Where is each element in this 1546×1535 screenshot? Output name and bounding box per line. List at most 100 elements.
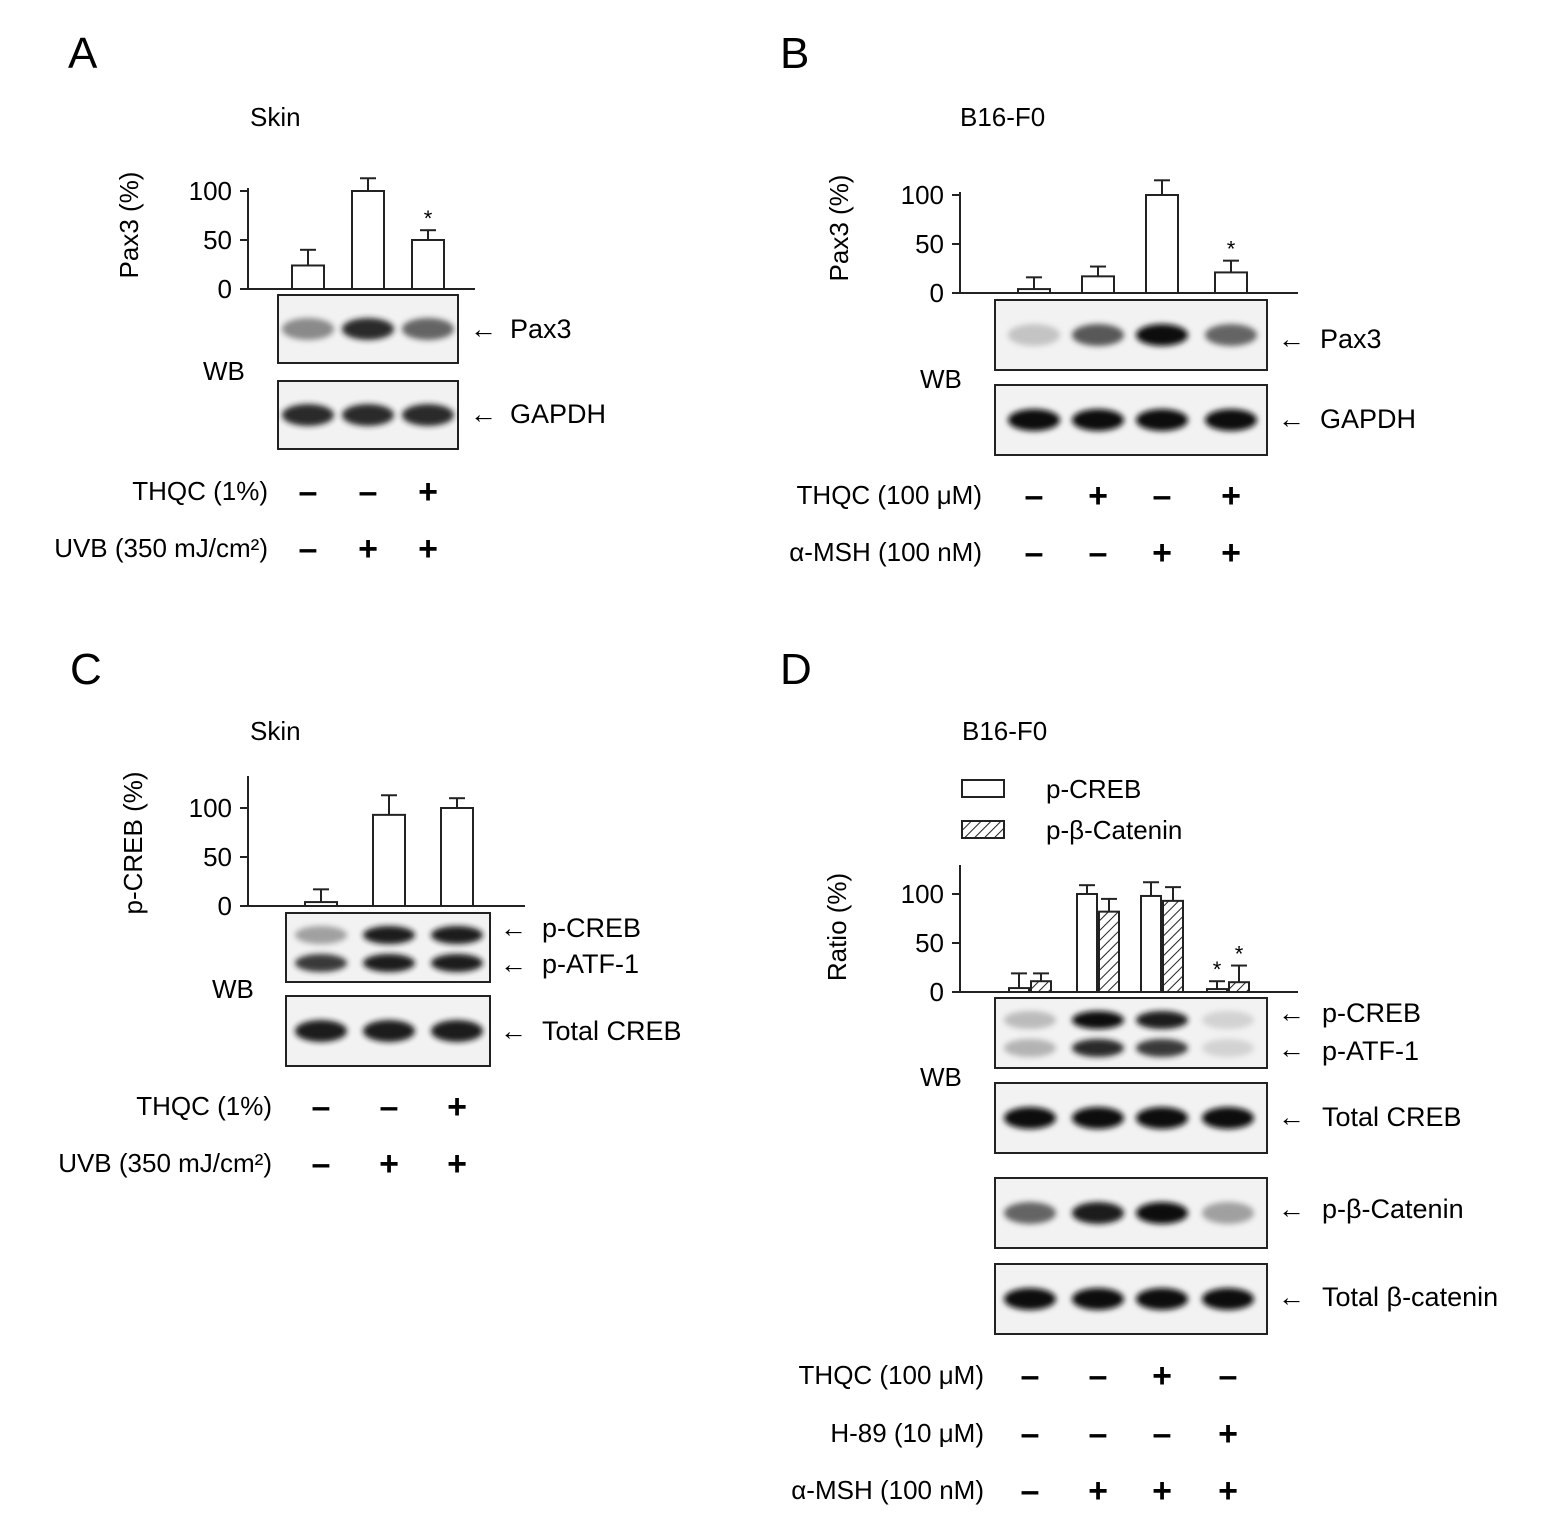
- arrow-icon: ←: [500, 949, 527, 979]
- plus-sign: +: [1152, 1357, 1172, 1395]
- blot-band: [1004, 1202, 1056, 1224]
- plus-sign: +: [1152, 534, 1172, 572]
- plus-sign: +: [379, 1145, 399, 1183]
- panel-c-title: Skin: [250, 716, 301, 746]
- panel-a: A Skin Pax3 (%) 100 50 0 * WB ← Pax3 ← G…: [54, 29, 606, 568]
- bar-p-catenin: [1098, 910, 1120, 994]
- minus-sign: –: [1089, 1357, 1108, 1395]
- bar-value: [372, 813, 406, 907]
- significance-star: *: [1213, 957, 1222, 982]
- panel-b-wb-label: WB: [920, 364, 962, 394]
- panel-b-tick-label: 100: [901, 180, 944, 210]
- minus-sign: –: [380, 1088, 399, 1126]
- blot-band: [1202, 1011, 1254, 1029]
- blot-label-gapdh-b: GAPDH: [1320, 404, 1416, 434]
- blot-band: [1136, 1288, 1188, 1310]
- blot-band: [1072, 1202, 1124, 1224]
- arrow-icon: ←: [1278, 1282, 1305, 1312]
- blot-label-total-creb-d: Total CREB: [1322, 1102, 1462, 1132]
- blot-band: [1136, 1202, 1188, 1224]
- legend-label-p-creb: p-CREB: [1046, 774, 1141, 804]
- blot-band: [1072, 324, 1124, 346]
- legend-swatch-p-beta-catenin: [961, 820, 1005, 839]
- minus-sign: –: [1025, 534, 1044, 572]
- minus-sign: –: [1021, 1357, 1040, 1395]
- bar-p-creb: [1076, 893, 1098, 993]
- plus-sign: +: [1088, 477, 1108, 515]
- minus-sign: –: [299, 530, 318, 568]
- blot-band: [295, 954, 347, 972]
- condition-label: α-MSH (100 nM): [789, 537, 982, 567]
- panel-d-y-axis: 100 50 0: [901, 865, 961, 1007]
- blot-band: [363, 1020, 415, 1042]
- blot-band: [1136, 1039, 1188, 1057]
- minus-sign: –: [1153, 477, 1172, 515]
- blot-label-p-atf1-c: p-ATF-1: [542, 949, 639, 979]
- significance-star: *: [424, 206, 433, 231]
- blot-band: [431, 954, 483, 972]
- blot-band: [295, 1020, 347, 1042]
- panel-d-blots: [994, 997, 1268, 1335]
- panel-label-b: B: [780, 29, 809, 78]
- blot-band: [1004, 1288, 1056, 1310]
- panel-d-conditions: THQC (100 μM) H-89 (10 μM) α-MSH (100 nM…: [791, 1357, 1238, 1510]
- panel-c-y-axis-label: p-CREB (%): [118, 771, 148, 914]
- blot-band: [1004, 1039, 1056, 1057]
- blot-label-p-creb-d: p-CREB: [1322, 998, 1421, 1028]
- panel-d-tick-label: 0: [930, 977, 944, 1007]
- panel-d: D B16-F0 p-CREB p-β-Catenin Ratio (%) 10…: [780, 645, 1498, 1510]
- blot-band: [1136, 324, 1188, 346]
- arrow-icon: ←: [470, 314, 497, 344]
- blot-band: [1072, 1288, 1124, 1310]
- panel-b-conditions: THQC (100 μM) α-MSH (100 nM) –+–+––++: [789, 477, 1241, 572]
- panel-c-blots: [285, 912, 491, 1067]
- panel-b-title: B16-F0: [960, 102, 1045, 132]
- panel-a-tick-label: 50: [203, 225, 232, 255]
- condition-label: UVB (350 mJ/cm²): [54, 533, 268, 563]
- arrow-icon: ←: [1278, 998, 1305, 1028]
- bar-value: [291, 264, 325, 291]
- panel-d-tick-label: 100: [901, 879, 944, 909]
- condition-label: THQC (100 μM): [797, 480, 982, 510]
- bar-value: [440, 807, 474, 907]
- panel-c-wb-label: WB: [212, 974, 254, 1004]
- panel-a-conditions: THQC (1%) UVB (350 mJ/cm²) ––+–++: [54, 473, 438, 568]
- blot-band: [1205, 324, 1257, 346]
- blot-band: [1136, 1011, 1188, 1029]
- bar-p-creb: [1140, 894, 1162, 994]
- blot-band: [1008, 409, 1060, 431]
- condition-label: α-MSH (100 nM): [791, 1475, 984, 1505]
- plus-sign: +: [1088, 1472, 1108, 1510]
- panel-label-a: A: [68, 29, 98, 78]
- significance-star: *: [1227, 237, 1236, 262]
- minus-sign: –: [312, 1145, 331, 1183]
- minus-sign: –: [1025, 477, 1044, 515]
- plus-sign: +: [1152, 1472, 1172, 1510]
- panel-a-wb-label: WB: [203, 356, 245, 386]
- panel-a-bars: *: [291, 177, 445, 291]
- blot-band: [282, 318, 334, 340]
- condition-label: THQC (1%): [132, 476, 268, 506]
- panel-d-blot-labels: ← p-CREB ← p-ATF-1 ← Total CREB ← p-β-Ca…: [1278, 998, 1498, 1312]
- blot-band: [1008, 324, 1060, 346]
- bar-value: [1214, 271, 1248, 295]
- blot-band: [1202, 1107, 1254, 1129]
- panel-c-blot-labels: ← p-CREB ← p-ATF-1 ← Total CREB: [500, 913, 682, 1046]
- panel-d-y-axis-label: Ratio (%): [822, 873, 852, 981]
- panel-a-title: Skin: [250, 102, 301, 132]
- panel-d-bars: **: [1008, 881, 1250, 994]
- minus-sign: –: [299, 473, 318, 511]
- plus-sign: +: [1218, 1415, 1238, 1453]
- blot-label-total-creb-c: Total CREB: [542, 1016, 682, 1046]
- panel-c-bars: [304, 794, 474, 908]
- blot-band: [1205, 409, 1257, 431]
- panel-d-tick-label: 50: [915, 928, 944, 958]
- panel-label-c: C: [70, 645, 102, 694]
- panel-b-bars: *: [1017, 179, 1248, 295]
- plus-sign: +: [418, 473, 438, 511]
- blot-band: [431, 926, 483, 944]
- blot-band: [402, 404, 454, 426]
- blot-band: [1202, 1202, 1254, 1224]
- minus-sign: –: [1219, 1357, 1238, 1395]
